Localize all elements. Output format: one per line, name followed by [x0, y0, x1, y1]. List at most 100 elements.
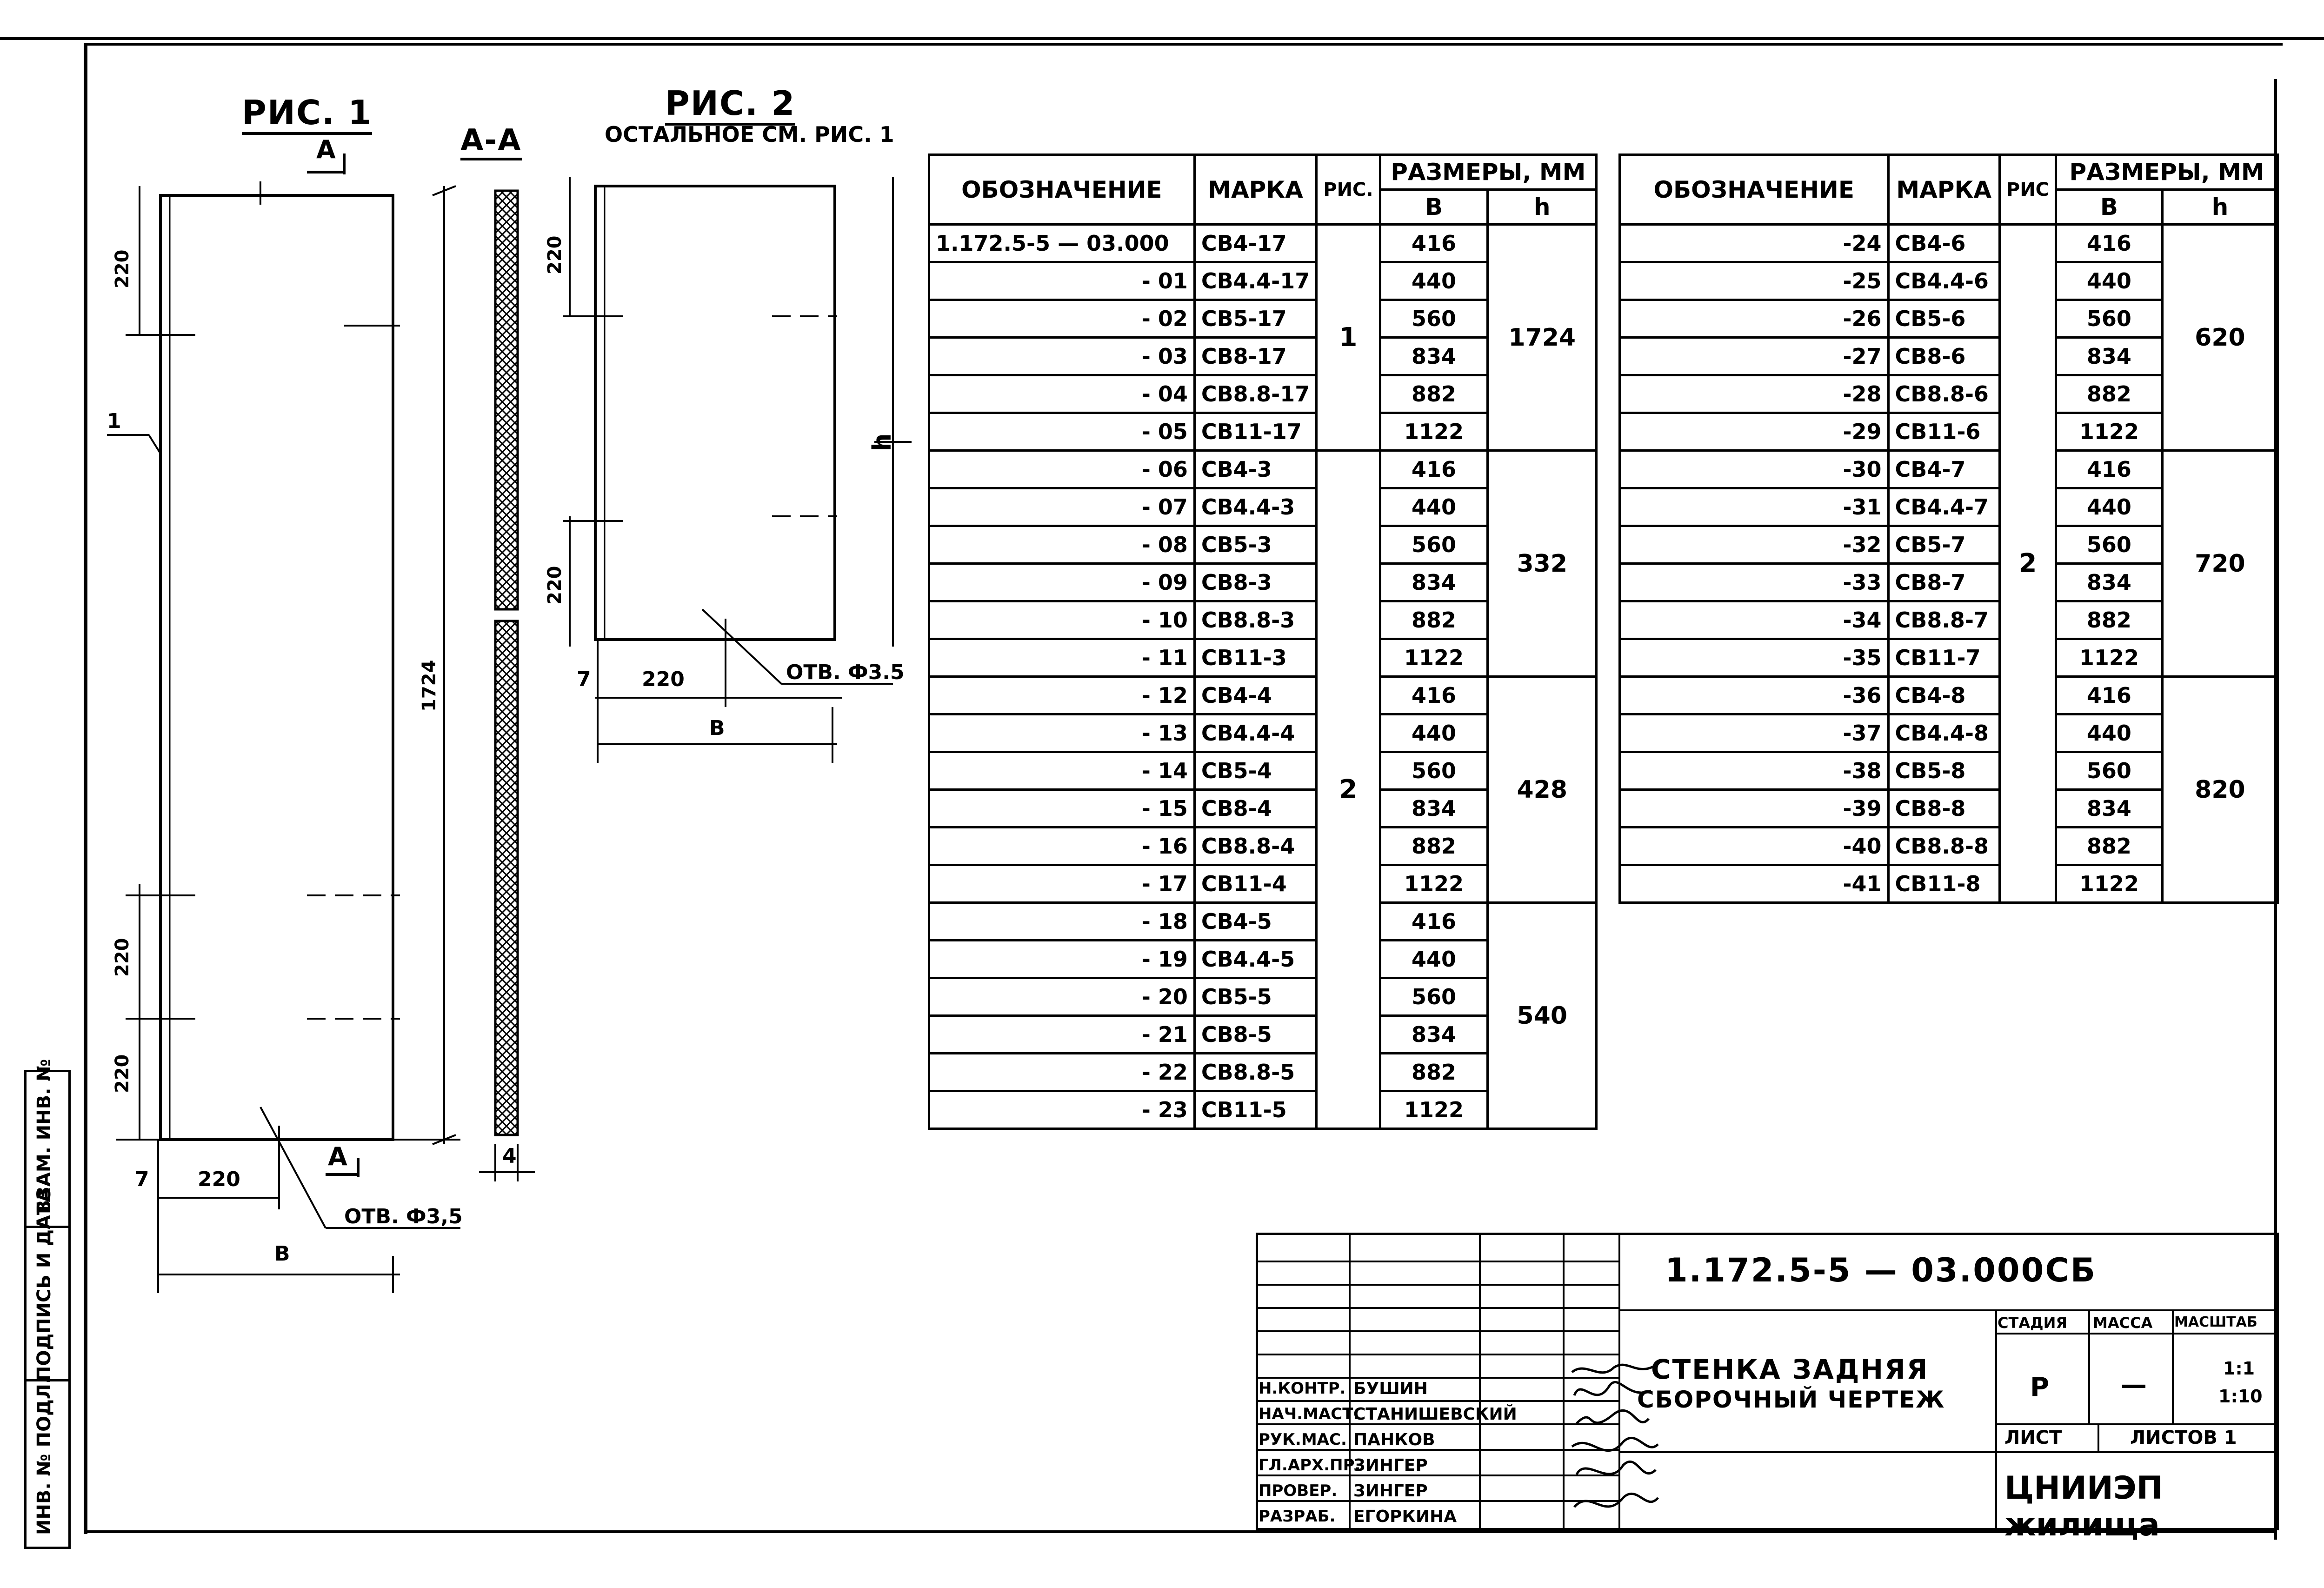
cell-h: 620 [2161, 223, 2279, 452]
cell-b: 560 [1378, 977, 1489, 1017]
cell-mark: СВ8-17 [1193, 336, 1318, 376]
fig2-dim-b: В [709, 716, 725, 740]
cell-designation: - 19 [928, 939, 1196, 979]
fig1-panel-outline [159, 194, 394, 1141]
cell-b: 882 [1378, 1052, 1489, 1092]
cell-designation: - 14 [928, 751, 1196, 791]
section-dim-4: 4 [502, 1144, 517, 1168]
cell-designation: -39 [1618, 788, 1890, 828]
cell-designation: - 07 [928, 487, 1196, 527]
cell-b: 440 [1378, 261, 1489, 301]
cell-designation: - 08 [928, 525, 1196, 565]
cell-mark: СВ8.8-4 [1193, 826, 1318, 866]
fig2-dim-220: 220 [642, 667, 685, 691]
fig2-dim-7: 7 [577, 667, 591, 691]
fig1-dim-b: В [274, 1242, 290, 1266]
cell-mark: СВ11-8 [1887, 864, 2001, 904]
hdr-b: В [2055, 188, 2164, 226]
cell-b: 416 [2055, 223, 2164, 263]
cell-mark: СВ8-6 [1887, 336, 2001, 376]
cell-designation: 1.172.5-5 — 03.000 [928, 223, 1196, 263]
cell-b: 1122 [2055, 412, 2164, 452]
fig2-hole-note: ОТВ. Ф3.5 [786, 661, 905, 684]
cell-b: 1122 [1378, 864, 1489, 904]
hdr-h: h [2161, 188, 2279, 226]
cell-mark: СВ11-5 [1193, 1090, 1318, 1130]
cell-designation: - 10 [928, 600, 1196, 640]
cell-h: 720 [2161, 449, 2279, 678]
hdr-designation: ОБОЗНАЧЕНИЕ [1618, 153, 1890, 226]
fig2-dim-h: h [867, 433, 897, 451]
cell-b: 834 [1378, 336, 1489, 376]
cell-h: 332 [1486, 449, 1598, 678]
cell-b: 416 [1378, 675, 1489, 715]
title-block: 1.172.5-5 — 03.000СБ СТЕНКА ЗАДНЯЯ СБОРО… [1256, 1233, 2279, 1543]
cell-b: 440 [2055, 487, 2164, 527]
cell-designation: - 15 [928, 788, 1196, 828]
cell-b: 834 [1378, 1014, 1489, 1054]
cell-mark: СВ4.4-5 [1193, 939, 1318, 979]
inventory-strip [24, 1070, 71, 1549]
cell-mark: СВ4.4-4 [1193, 713, 1318, 753]
cell-designation: - 23 [928, 1090, 1196, 1130]
cell-mark: СВ5-8 [1887, 751, 2001, 791]
signer-role: РАЗРАБ. [1259, 1507, 1336, 1526]
cell-b: 560 [2055, 299, 2164, 339]
cell-mark: СВ8.8-17 [1193, 374, 1318, 414]
cell-mark: СВ4-8 [1887, 675, 2001, 715]
cell-designation: - 21 [928, 1014, 1196, 1054]
frame-bottom-edge [84, 1530, 2277, 1533]
cell-mark: СВ8.8-8 [1887, 826, 2001, 866]
doc-number: 1.172.5-5 — 03.000СБ [1665, 1251, 2097, 1289]
cell-designation: - 01 [928, 261, 1196, 301]
cell-b: 416 [1378, 901, 1489, 941]
fig2-panel-outline [594, 185, 836, 641]
cell-b: 882 [1378, 374, 1489, 414]
cell-b: 882 [2055, 826, 2164, 866]
cell-b: 834 [2055, 788, 2164, 828]
cell-designation: - 22 [928, 1052, 1196, 1092]
cell-b: 560 [1378, 525, 1489, 565]
cell-fig: 2 [1998, 223, 2058, 904]
cell-b: 560 [1378, 751, 1489, 791]
cell-mark: СВ8.8-3 [1193, 600, 1318, 640]
cell-b: 440 [1378, 713, 1489, 753]
fig2-note: ОСТАЛЬНОЕ СМ. РИС. 1 [605, 122, 894, 147]
cell-b: 416 [2055, 449, 2164, 489]
cell-mark: СВ8.8-5 [1193, 1052, 1318, 1092]
cell-fig: 2 [1315, 449, 1381, 1130]
cell-mark: СВ4-5 [1193, 901, 1318, 941]
cell-designation: - 04 [928, 374, 1196, 414]
fig1-dim-7-bottom: 7 [135, 1168, 149, 1191]
hdr-mark: МАРКА [1193, 153, 1318, 226]
title-line2: СБОРОЧНЫЙ ЧЕРТЕЖ [1637, 1386, 1945, 1413]
cell-designation: -36 [1618, 675, 1890, 715]
cell-h: 820 [2161, 675, 2279, 904]
cell-mark: СВ11-17 [1193, 412, 1318, 452]
signer-role: ГЛ.АРХ.ПР. [1259, 1456, 1361, 1475]
inv-no-label: ИНВ. № ПОДЛ. [33, 1376, 55, 1535]
cell-b: 1122 [1378, 638, 1489, 678]
cell-b: 440 [1378, 487, 1489, 527]
cell-mark: СВ4.4-6 [1887, 261, 2001, 301]
cell-b: 834 [1378, 788, 1489, 828]
cell-b: 416 [1378, 449, 1489, 489]
fig1-dim-220-mid: 220 [112, 938, 133, 977]
